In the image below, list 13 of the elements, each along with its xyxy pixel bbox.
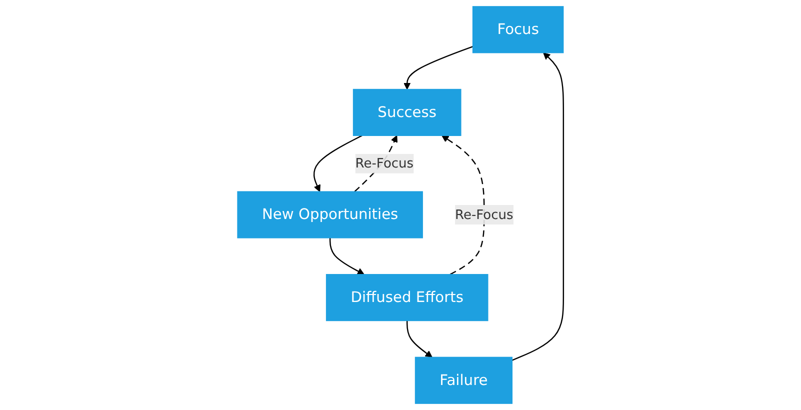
node-box: Success [352,88,462,136]
node-box: Failure [414,356,513,404]
arrow [442,135,485,275]
node-box: New Opportunities [237,191,423,238]
arrow [329,238,364,275]
arrow [313,135,362,192]
arrow [404,46,474,90]
arrow [512,52,564,361]
node-box: Focus [472,6,564,54]
node-box: Diffused Efforts [326,274,488,322]
edge-label: Re-Focus [455,206,514,222]
arrow [406,320,432,358]
edge-label: Re-Focus [355,155,414,171]
